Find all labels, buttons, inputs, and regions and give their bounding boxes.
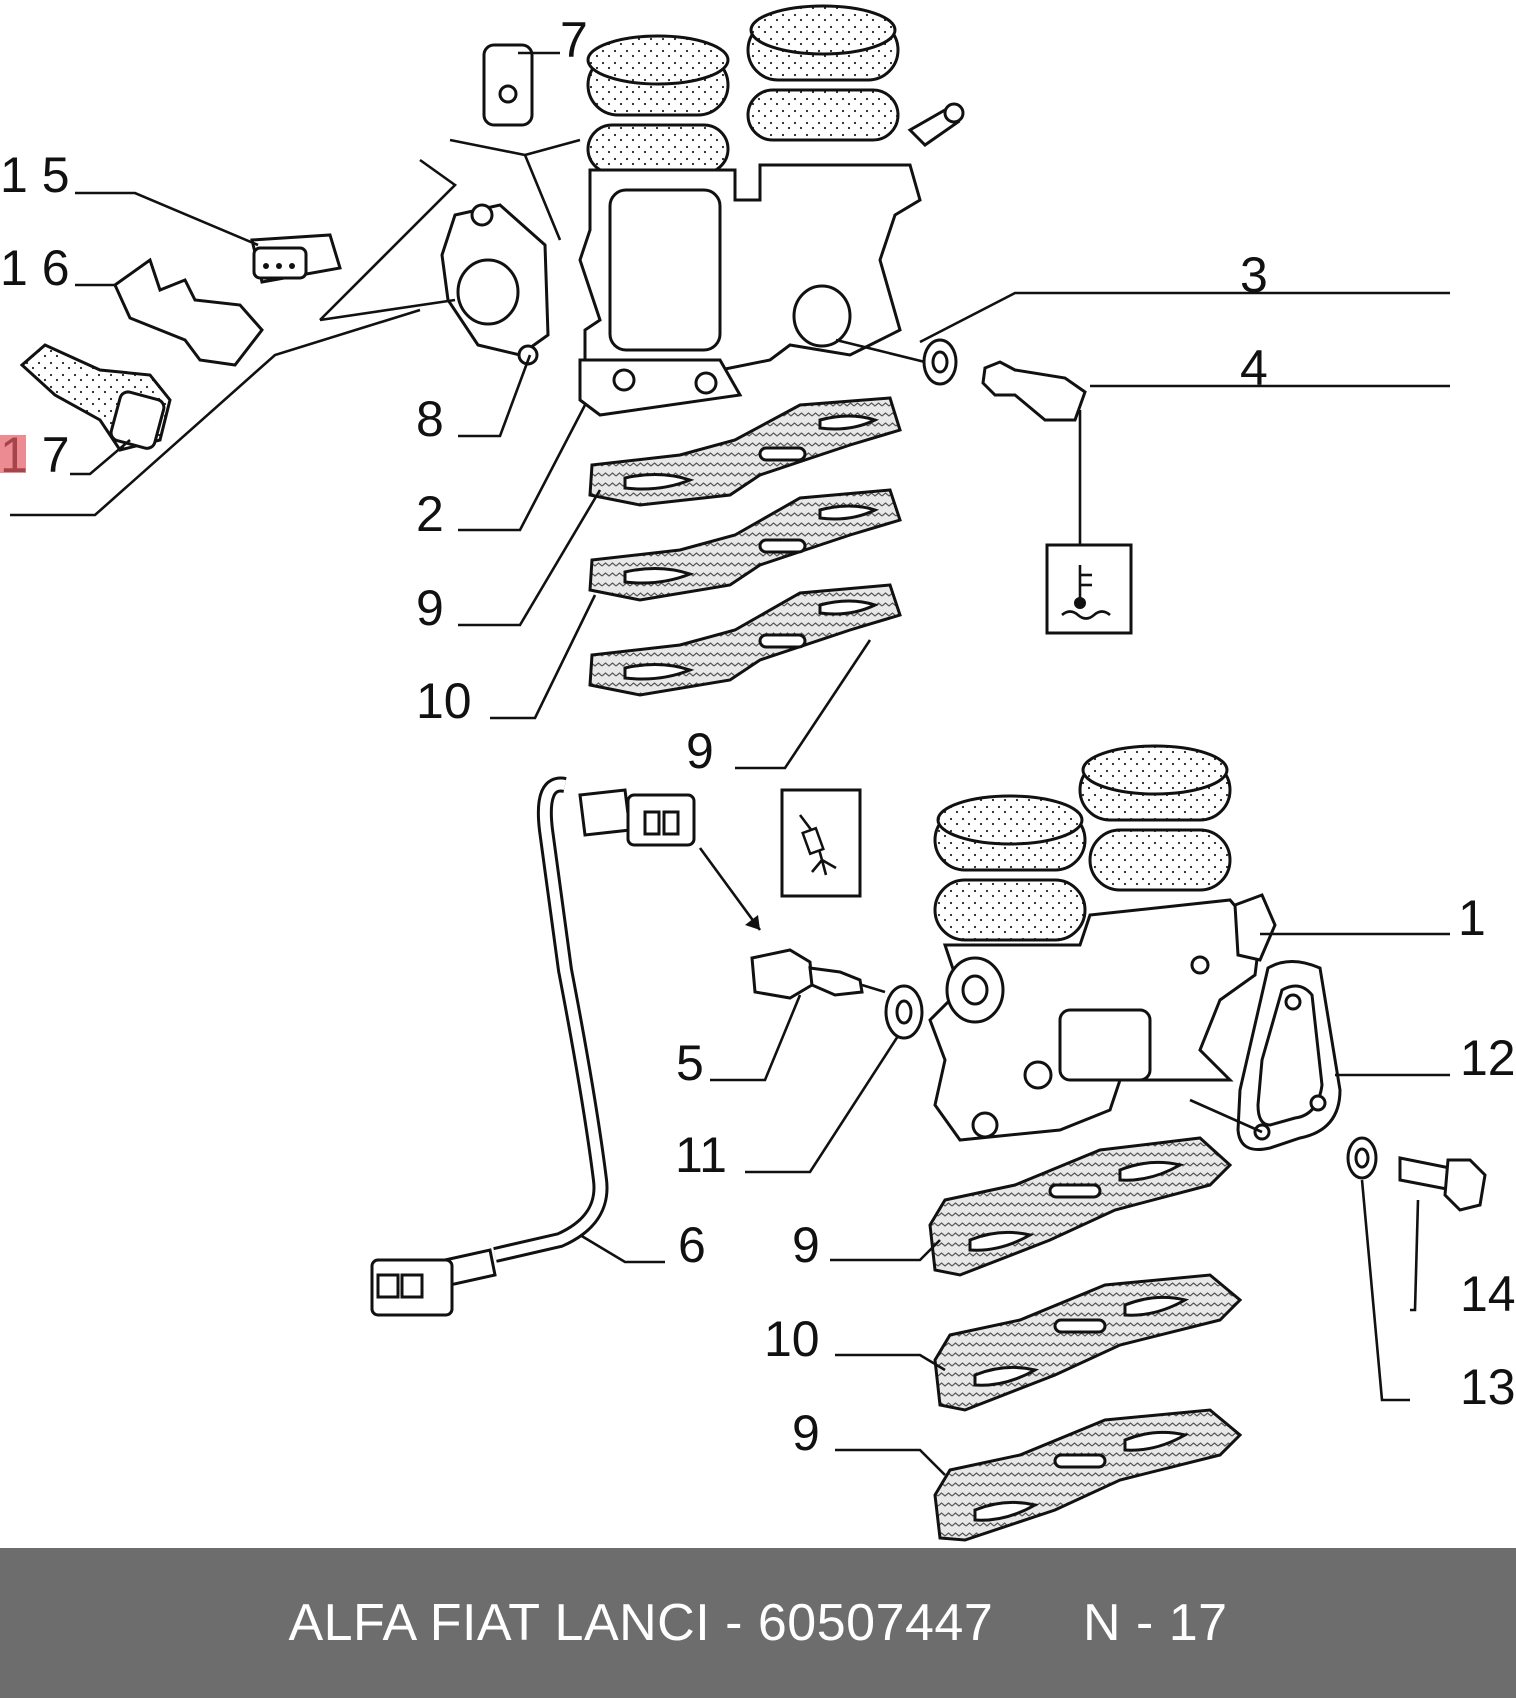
part-17-rubber-boot [19,343,172,452]
callout-14: 14 [1460,1266,1516,1322]
callout-15: 1 5 [0,147,70,203]
leader-lines [10,138,1450,1476]
part-7-cover-plate [482,43,560,127]
callout-4: 4 [1240,340,1268,396]
part-6-wiring-harness [370,776,762,1317]
callout-2: 2 [416,486,444,542]
callout-5: 5 [676,1035,704,1091]
part-12-bracket [1189,960,1342,1151]
highlight-marker [0,435,26,473]
callout-11: 11 [675,1127,727,1183]
lower-gasket-9d [933,1408,1243,1542]
coolant-temperature-icon [1045,543,1133,635]
upper-gasket-9b [588,583,902,697]
sensor-wiring-icon [780,788,862,898]
callout-7: 7 [560,12,588,68]
footer-bar: ALFA FIAT LANCI - 60507447 N - 17 [0,1548,1516,1698]
part-8-throttle-position-sensor [440,203,550,366]
callout-9a: 9 [416,580,444,636]
callout-1: 1 [1458,890,1486,946]
part-14-bolt [1398,1156,1487,1212]
upper-gasket-10a [588,488,902,602]
brand-part-number: ALFA FIAT LANCI - 60507447 [288,1594,994,1652]
part-3-washer [922,338,958,386]
part-4-temperature-sensor [981,360,1087,545]
part-5-sensor [750,948,886,1000]
upper-throttle-body [578,4,965,417]
callout-6: 6 [678,1217,706,1273]
footer-caption: ALFA FIAT LANCI - 60507447 N - 17 [288,1593,1227,1653]
callout-13: 13 [1460,1359,1516,1415]
callout-9b: 9 [686,723,714,779]
lower-gasket-9c [928,1136,1233,1277]
part-13-washer [1346,1136,1378,1180]
callout-9d: 9 [792,1405,820,1461]
callout-12: 12 [1460,1030,1516,1086]
exploded-parts-diagram: 1 2 3 4 5 6 7 8 9 10 9 11 12 13 14 9 10 … [0,4,1516,1542]
callout-10b: 10 [764,1311,820,1367]
part-11-washer [884,984,924,1040]
callout-8: 8 [416,391,444,447]
callout-10a: 10 [416,673,472,729]
callout-9c: 9 [792,1217,820,1273]
callout-3: 3 [1240,247,1268,303]
page-reference: N - 17 [1082,1594,1228,1652]
callout-labels: 1 2 3 4 5 6 7 8 9 10 9 11 12 13 14 9 10 … [0,12,1516,1461]
part-15-connector [250,233,342,284]
footer-spacer [993,1594,1083,1652]
upper-gasket-9a [588,396,902,507]
lower-throttle-body [928,744,1277,1142]
callout-16: 1 6 [0,240,70,296]
lower-gasket-10b [933,1273,1243,1412]
part-16-terminal [113,257,264,367]
